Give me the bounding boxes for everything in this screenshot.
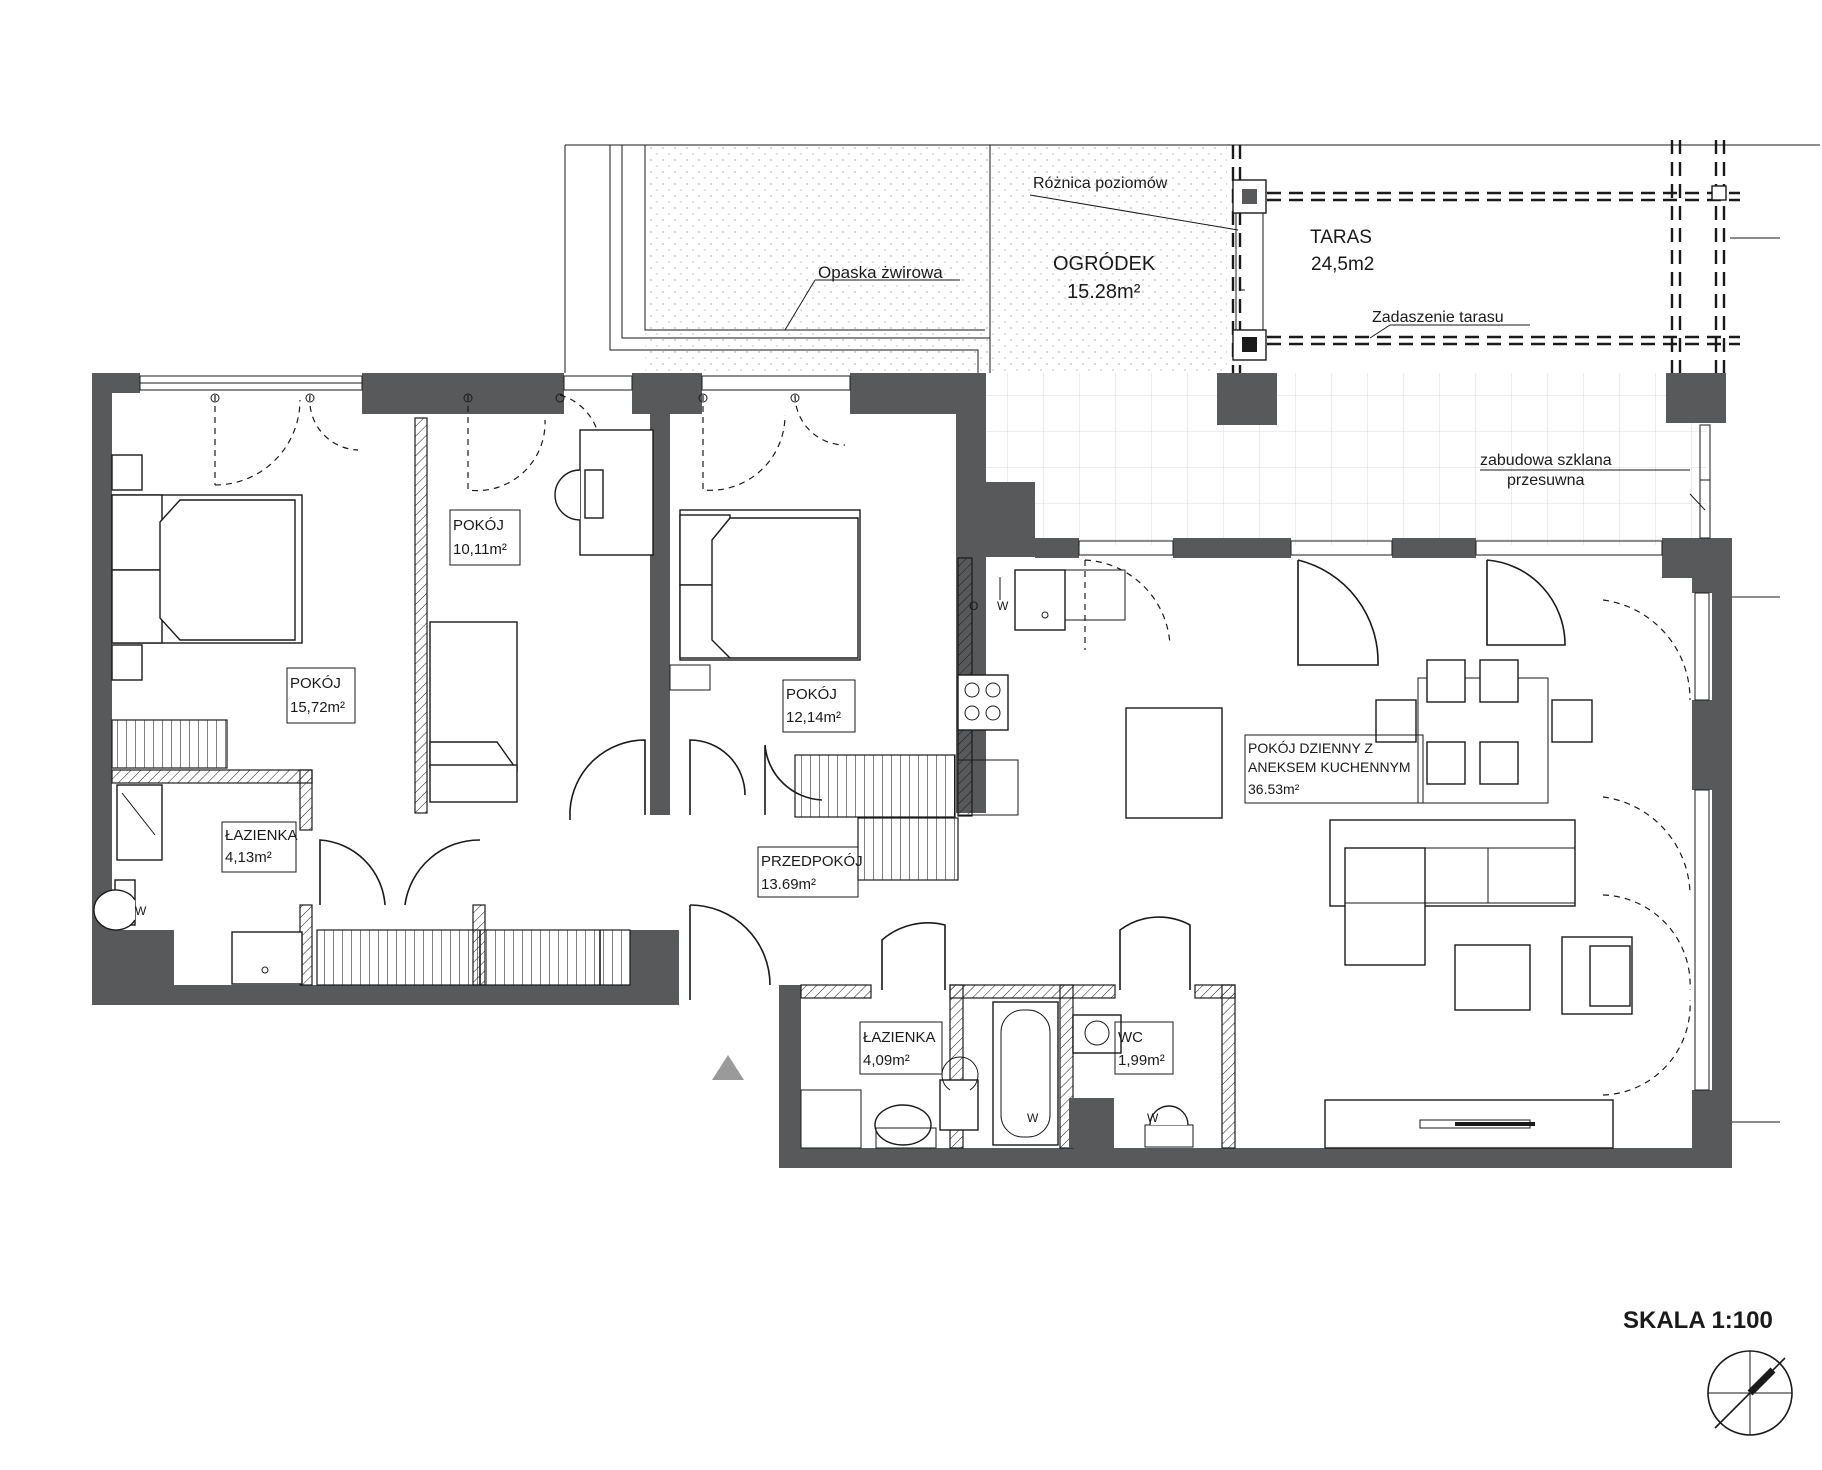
room-area-wc: 1,99m² bbox=[1118, 1052, 1165, 1069]
room-name-pokoj-3: POKÓJ bbox=[786, 686, 837, 703]
washer-mark-kitchen: W bbox=[997, 599, 1009, 613]
walls bbox=[92, 373, 1732, 1168]
wc-fixtures bbox=[1072, 1014, 1194, 1148]
room-name-lazienka-1: ŁAZIENKA bbox=[225, 827, 298, 844]
ogrodek-area: 15.28m² bbox=[1067, 281, 1141, 303]
window-swings bbox=[210, 393, 1691, 1096]
room-name-lazienka-2: ŁAZIENKA bbox=[863, 1029, 936, 1046]
room-area-lazienka-1: 4,13m² bbox=[225, 849, 272, 866]
doors bbox=[319, 559, 1566, 1000]
room-label-boxes bbox=[221, 509, 1424, 1075]
annotation-zabudowa-1: zabudowa szklana bbox=[1480, 452, 1612, 469]
terrace-roof-outline bbox=[1231, 140, 1740, 400]
bedroom-1-furniture bbox=[111, 454, 303, 769]
leader-lines bbox=[784, 194, 1706, 511]
ogrodek-name: OGRÓDEK bbox=[1053, 252, 1156, 275]
room-area-przedpokoj: 13.69m² bbox=[761, 876, 816, 893]
outlet-mark-kitchen: O bbox=[969, 599, 978, 613]
washer-mark-wc: W bbox=[1147, 1111, 1159, 1125]
scale-label: SKALA 1:100 bbox=[1623, 1307, 1773, 1334]
annotation-opaska-zwirowa: Opaska żwirowa bbox=[818, 263, 943, 282]
room-area-pokoj-3: 12,14m² bbox=[786, 709, 841, 726]
annotation-zadaszenie-tarasu: Zadaszenie tarasu bbox=[1372, 309, 1504, 326]
hall-furniture bbox=[316, 817, 959, 1080]
taras-name: TARAS bbox=[1310, 227, 1372, 248]
room-name-dzienny-1: POKÓJ DZIENNY Z bbox=[1248, 740, 1373, 756]
windows bbox=[139, 375, 1711, 1091]
garden-area bbox=[564, 144, 1820, 373]
washer-mark-bath-2: W bbox=[1027, 1111, 1039, 1125]
room-name-wc: WC bbox=[1118, 1029, 1143, 1046]
bedroom-2-furniture bbox=[429, 429, 654, 803]
annotation-roznica-poziomow: Różnica poziomów bbox=[1033, 175, 1168, 192]
bathroom-2-fixtures bbox=[800, 1001, 1114, 1149]
washer-mark-1: W bbox=[135, 904, 147, 918]
room-name-przedpokoj: PRZEDPOKÓJ bbox=[761, 853, 863, 870]
room-area-dzienny: 36.53m² bbox=[1248, 781, 1300, 797]
living-furniture bbox=[1125, 659, 1633, 1149]
room-name-pokoj-2: POKÓJ bbox=[453, 517, 504, 534]
room-name-dzienny-2: ANEKSEM KUCHENNYM bbox=[1248, 759, 1411, 775]
room-area-pokoj-2: 10,11m² bbox=[453, 541, 507, 558]
room-area-lazienka-2: 4,09m² bbox=[863, 1052, 910, 1069]
kitchen-fixtures bbox=[957, 569, 1126, 816]
terrace-posts bbox=[1217, 179, 1780, 1123]
taras-area: 24,5m2 bbox=[1311, 254, 1374, 275]
room-area-pokoj-1: 15,72m² bbox=[290, 699, 345, 716]
paving-grid bbox=[985, 373, 1707, 545]
annotation-zabudowa-2: przesuwna bbox=[1507, 472, 1584, 489]
bedroom-3-furniture bbox=[669, 509, 956, 818]
north-compass bbox=[1707, 1350, 1793, 1436]
bathroom-1-fixtures bbox=[93, 784, 303, 985]
room-name-pokoj-1: POKÓJ bbox=[290, 675, 341, 692]
